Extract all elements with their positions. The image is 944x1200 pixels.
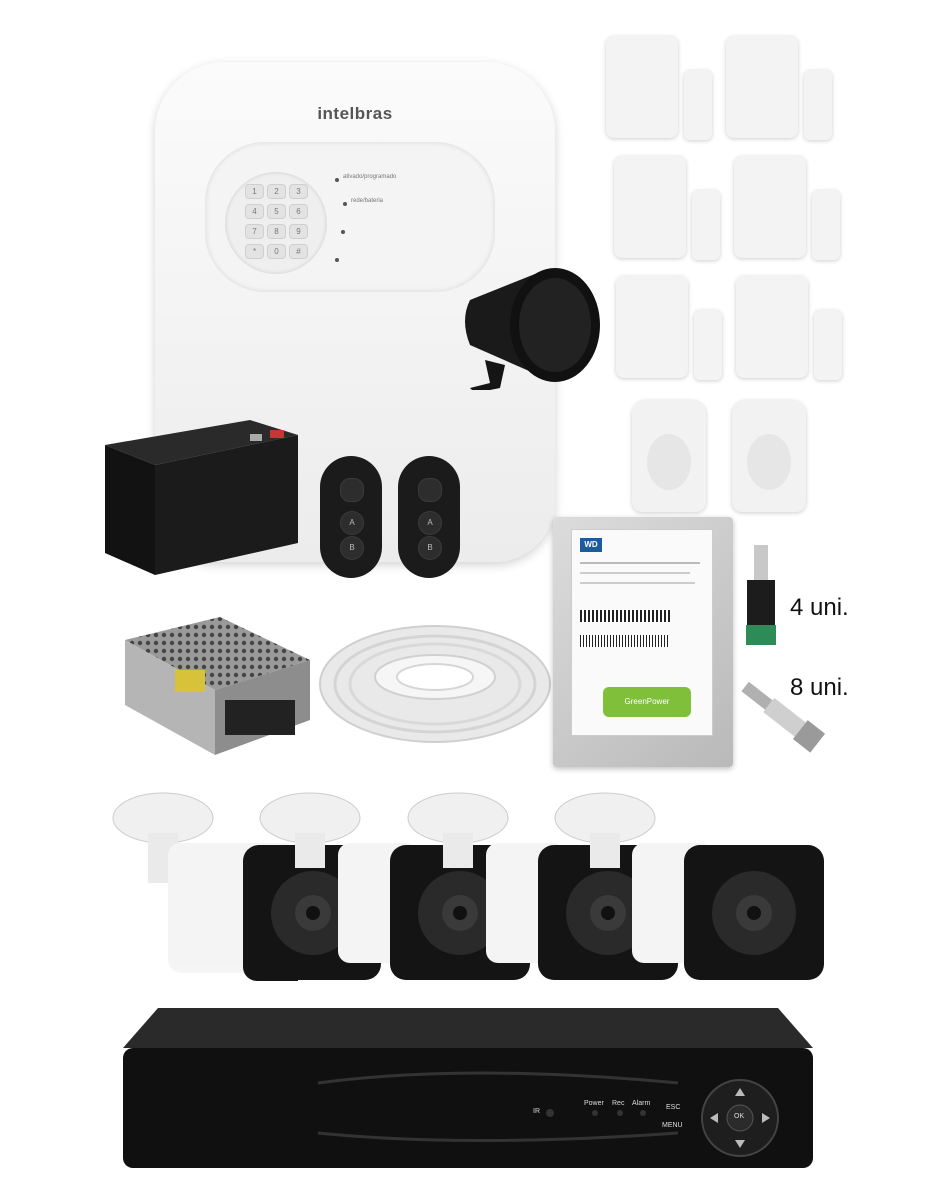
door-sensor: [606, 36, 678, 138]
door-sensor-magnet: [692, 190, 720, 260]
remote-control: A B: [398, 456, 460, 578]
status-led: [335, 178, 339, 182]
door-sensor-magnet: [812, 190, 840, 260]
keypad-key: #: [289, 244, 308, 259]
keypad-key: 1: [245, 184, 264, 199]
greenpower-badge: GreenPower: [603, 687, 691, 717]
keypad-key: 3: [289, 184, 308, 199]
door-sensor: [726, 36, 798, 138]
motion-sensor: [632, 400, 706, 512]
hdd-barcode: [580, 635, 670, 647]
remote-button-a: A: [418, 511, 442, 535]
remote-button-b: B: [340, 536, 364, 560]
motion-sensor: [732, 400, 806, 512]
hard-drive: WD GreenPower: [553, 517, 733, 767]
bullet-camera: [632, 843, 824, 980]
door-sensor-magnet: [694, 310, 722, 380]
bnc-connector: [741, 681, 826, 753]
hdd-brand-logo: WD: [580, 538, 602, 552]
dvr-menu-button: MENU: [662, 1122, 683, 1129]
status-led: [343, 202, 347, 206]
status-led: [335, 258, 339, 262]
camera-mount: [554, 792, 656, 868]
panel-keypad: 1 2 3 4 5 6 7 8 9 * 0 #: [225, 172, 327, 274]
dvr-ok-button: OK: [734, 1113, 745, 1120]
keypad-key: 5: [267, 204, 286, 219]
led-label: rede/bateria: [351, 198, 384, 204]
dvr-esc-button: ESC: [666, 1104, 681, 1111]
remote-top-button: [418, 478, 442, 502]
camera-mount: [407, 792, 509, 868]
door-sensor-magnet: [684, 70, 712, 140]
keypad-key: 0: [267, 244, 286, 259]
dvr-rec-label: Rec: [612, 1100, 625, 1107]
panel-brand-logo: intelbras: [317, 104, 393, 123]
keypad-key: 2: [267, 184, 286, 199]
remote-top-button: [340, 478, 364, 502]
backup-battery: [105, 420, 298, 575]
power-supply-unit: [125, 617, 310, 755]
keypad-key: 6: [289, 204, 308, 219]
camera-mount: [259, 792, 361, 868]
bnc-quantity-label: 8 uni.: [790, 674, 849, 701]
dc-power-connector: [746, 545, 776, 645]
cable-roll: [319, 625, 551, 743]
keypad-key: 9: [289, 224, 308, 239]
remote-button-a: A: [340, 511, 364, 535]
connector-quantity-label: 4 uni.: [790, 594, 849, 621]
dvr-power-label: Power: [584, 1100, 604, 1107]
remote-button-b: B: [418, 536, 442, 560]
bullet-camera: [338, 843, 530, 980]
keypad-key: 4: [245, 204, 264, 219]
door-sensor: [734, 156, 806, 258]
dvr-ir-label: IR: [533, 1108, 540, 1115]
led-label: ativado/programado: [343, 174, 397, 180]
door-sensor-magnet: [804, 70, 832, 140]
dvr-recorder: IR Power Rec Alarm ESC MENU OK: [118, 1008, 818, 1173]
door-sensor: [736, 276, 808, 378]
keypad-key: *: [245, 244, 264, 259]
hdd-barcode: [580, 610, 670, 622]
remote-control: A B: [320, 456, 382, 578]
status-led: [341, 230, 345, 234]
keypad-key: 7: [245, 224, 264, 239]
door-sensor: [616, 276, 688, 378]
door-sensor: [614, 156, 686, 258]
door-sensor-magnet: [814, 310, 842, 380]
dvr-alarm-label: Alarm: [632, 1100, 651, 1107]
dvr-chassis: [123, 1008, 813, 1168]
keypad-key: 8: [267, 224, 286, 239]
siren-speaker: [465, 268, 600, 390]
